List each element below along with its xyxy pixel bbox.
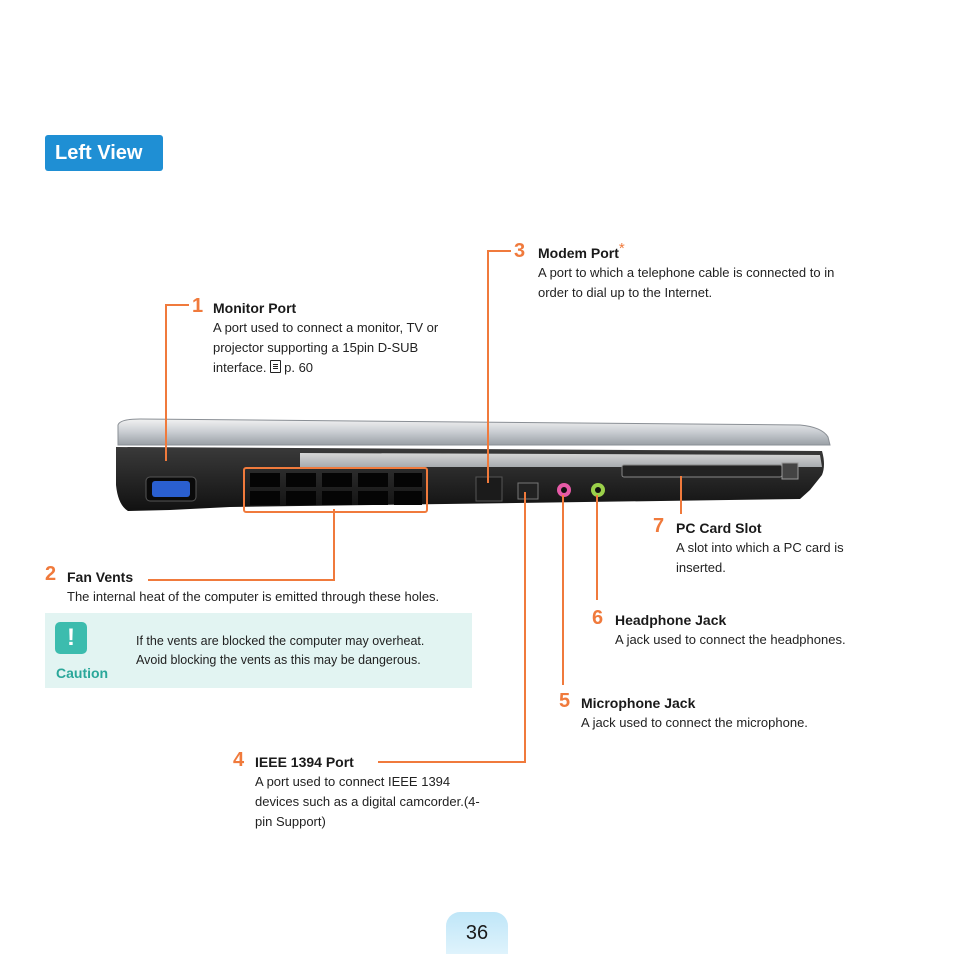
leader-line-1 [165,304,167,461]
monitor-port-title: Monitor Port [213,300,297,316]
leader-line-3-h [487,250,511,252]
callout-number-4: 4 [233,749,245,771]
section-title: Left View [45,135,163,171]
page-number: 36 [446,912,508,954]
caution-box: ! Caution If the vents are blocked the c… [45,613,472,688]
caution-text: If the vents are blocked the computer ma… [136,634,425,667]
callout-number-5: 5 [559,690,571,712]
callout-number-2: 2 [45,563,57,585]
microphone-jack-desc: A jack used to connect the microphone. [581,715,808,730]
headphone-jack-title: Headphone Jack [615,612,727,628]
callout-number-7: 7 [653,515,665,537]
exclamation-icon: ! [55,622,87,654]
fan-vents-title: Fan Vents [67,569,134,585]
callout-number-6: 6 [592,607,604,629]
page-reference-icon [270,360,282,373]
laptop-left-side-image [116,418,831,511]
callout-number-1: 1 [192,295,204,317]
caution-label: Caution [56,665,109,681]
leader-line-4-v [524,492,526,763]
ieee1394-port-title: IEEE 1394 Port [255,754,354,770]
leader-line-5 [562,495,564,685]
asterisk-mark: * [618,240,625,257]
fan-vents-desc: The internal heat of the computer is emi… [67,589,440,604]
leader-line-4-h [378,761,526,763]
headphone-jack-desc: A jack used to connect the headphones. [615,632,846,647]
leader-line-6 [596,495,598,600]
leader-line-2-h [148,579,335,581]
leader-line-1-top [165,304,189,306]
fan-vents-highlight [243,467,428,513]
ieee1394-port-desc: A port used to connect IEEE 1394 devices… [255,774,480,829]
modem-port-desc: A port to which a telephone cable is con… [538,265,835,300]
page-reference-link[interactable]: p. 60 [284,360,314,375]
modem-port-title: Modem Port* [538,240,625,261]
leader-line-3-v [487,250,489,483]
pc-card-slot-desc: A slot into which a PC card is inserted. [676,540,844,575]
microphone-jack-title: Microphone Jack [581,695,696,711]
leader-line-7 [680,476,682,514]
callout-number-3: 3 [514,240,526,262]
leader-line-2-v [333,509,335,581]
pc-card-slot-title: PC Card Slot [676,520,762,536]
monitor-port-desc: A port used to connect a monitor, TV or … [213,320,439,375]
